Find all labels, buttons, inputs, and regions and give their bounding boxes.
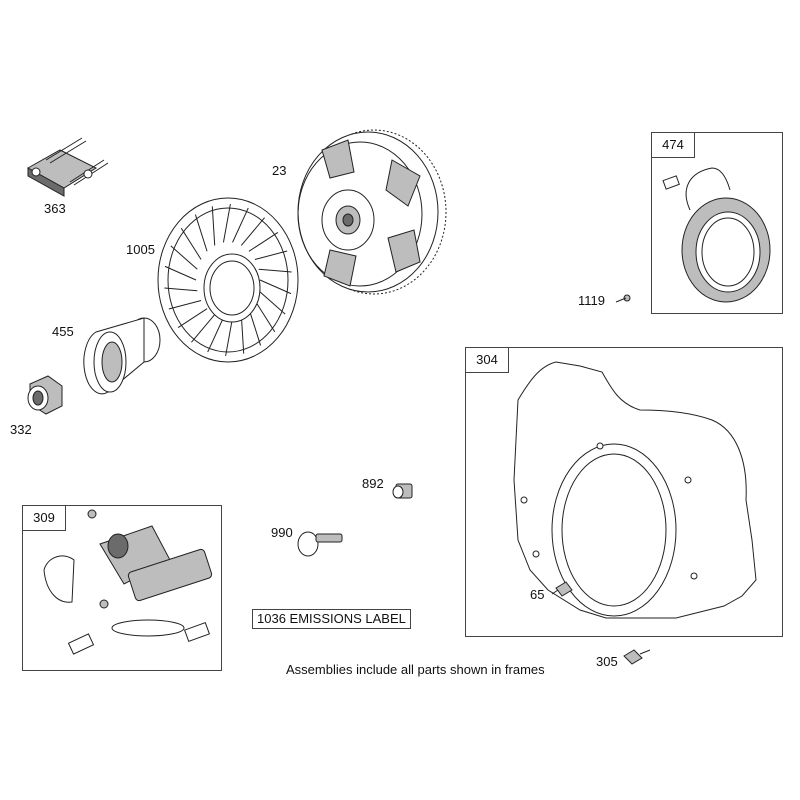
fan-blade (222, 203, 231, 243)
fan-blade (225, 317, 234, 357)
label-1119: 1119 (578, 293, 605, 308)
fan-blade (259, 279, 292, 295)
fan-blade (240, 314, 245, 354)
frame-474-tag: 474 (651, 132, 695, 158)
fan-blade (191, 314, 216, 343)
label-1005: 1005 (126, 242, 155, 257)
fan-blade (211, 206, 216, 246)
fan-blade (207, 317, 224, 353)
frame-309-tag: 309 (22, 505, 66, 531)
part-1119-screw-drawing (615, 294, 631, 303)
label-332: 332 (10, 422, 32, 437)
fan-blade (248, 308, 262, 346)
frame-304 (465, 347, 783, 637)
part-305-bolt-drawing (623, 649, 651, 665)
fan-blade (194, 214, 208, 252)
fan-blade (168, 300, 202, 310)
fan-blade (170, 245, 198, 270)
part-23-flywheel-drawing (297, 129, 447, 295)
label-363: 363 (44, 201, 66, 216)
label-892: 892 (362, 476, 384, 491)
frame-474 (651, 132, 783, 314)
fan-blade (258, 290, 286, 315)
part-65-bolt-drawing (551, 581, 573, 597)
fan-blade (254, 300, 276, 333)
label-23: 23 (272, 163, 287, 178)
fan-blade (254, 250, 288, 260)
fan-blade (180, 227, 202, 260)
label-990: 990 (271, 525, 293, 540)
frame-304-tag: 304 (465, 347, 509, 373)
part-990-drawing (297, 531, 343, 557)
fan-blade (240, 217, 265, 246)
fan-blade (177, 308, 208, 329)
part-332-nut-drawing (27, 375, 63, 415)
frame-309 (22, 505, 222, 671)
part-309-ignition-drawing (43, 509, 213, 655)
emissions-label-box: 1036 EMISSIONS LABEL (252, 609, 411, 629)
part-1005-fan-drawing (157, 197, 299, 363)
label-65: 65 (530, 587, 545, 602)
part-892-drawing (392, 483, 413, 499)
fan-blade (248, 231, 279, 252)
fan-blade (164, 265, 197, 281)
footer-note: Assemblies include all parts shown in fr… (286, 662, 545, 677)
label-455: 455 (52, 324, 74, 339)
part-363-puller-drawing (26, 137, 109, 197)
fan-blade (258, 268, 292, 273)
label-305: 305 (596, 654, 618, 669)
part-304-blower-housing-drawing (513, 361, 757, 619)
fan-blade (232, 207, 249, 243)
part-474-stator-drawing (662, 167, 771, 303)
fan-blade (164, 287, 198, 292)
part-455-cup-drawing (83, 317, 161, 395)
